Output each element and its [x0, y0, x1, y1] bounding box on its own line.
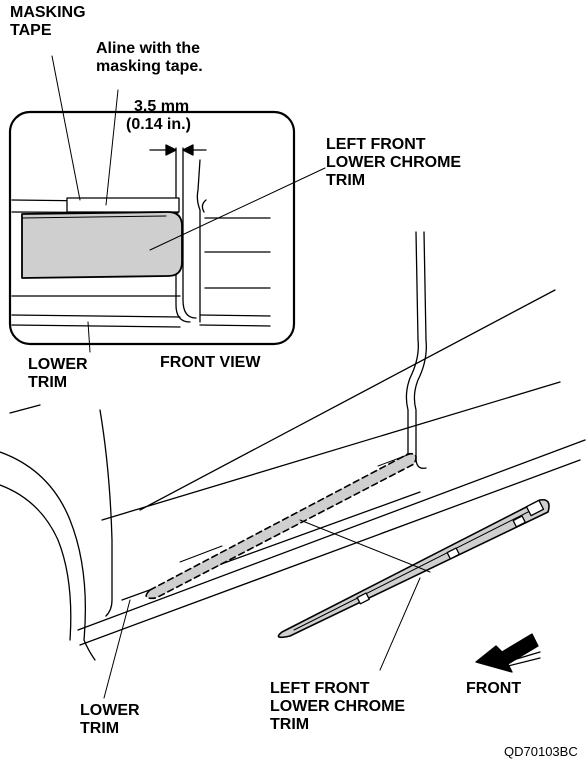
inset-trim-label-line1: LEFT FRONT [326, 136, 426, 153]
wheel-arch [0, 451, 87, 641]
front-arrow [475, 633, 541, 673]
lower-trim-top-label-line1: LOWER [28, 356, 88, 373]
masking-tape-label-line2: TAPE [10, 22, 52, 39]
bottom-trim-label-line2: LOWER CHROME [270, 698, 406, 715]
aline-label-line2: masking tape. [96, 58, 203, 75]
bottom-trim-label-line3: TRIM [270, 716, 310, 733]
door-front-edge [99, 409, 113, 617]
masking-tape-shape [66, 197, 180, 213]
lower-trim-bottom-label-line1: LOWER [80, 702, 140, 719]
trim-clip [512, 515, 526, 528]
bottom-trim-label-line1: LEFT FRONT [270, 680, 370, 697]
inset-trim-label-line3: TRIM [326, 172, 366, 189]
installed-chrome-trim [145, 452, 417, 600]
front-view-label: FRONT VIEW [160, 354, 261, 371]
trim-clip [356, 592, 370, 605]
trim-clip [446, 547, 460, 560]
front-direction-label: FRONT [466, 680, 522, 697]
vehicle-side [0, 231, 586, 661]
dimension-mm-label: 3.5 mm [134, 98, 190, 115]
chrome-trim-body [277, 498, 550, 639]
front-view-inset [8, 110, 296, 346]
front-arrow-shape [475, 633, 539, 673]
masking-tape-label-line1: MASKING [10, 4, 86, 21]
trim-clip [525, 499, 545, 517]
aline-label-line1: Aline with the [96, 40, 200, 57]
lower-trim-bottom-label-line2: TRIM [80, 720, 120, 737]
inset-trim-label-line2: LOWER CHROME [326, 154, 462, 171]
body-character-line [139, 289, 556, 511]
chrome-trim-part [277, 498, 550, 639]
leader-lines [51, 55, 431, 699]
inset-chrome-trim [21, 211, 183, 279]
lower-trim-top-label-line2: TRIM [28, 374, 68, 391]
dimension-in-label: (0.14 in.) [126, 116, 191, 133]
rear-door-gap [413, 231, 427, 469]
rocker-line-1 [77, 439, 586, 631]
inset-frame [8, 110, 296, 346]
door-gap-line [175, 147, 191, 323]
figure-code: QD70103BC [504, 744, 578, 759]
